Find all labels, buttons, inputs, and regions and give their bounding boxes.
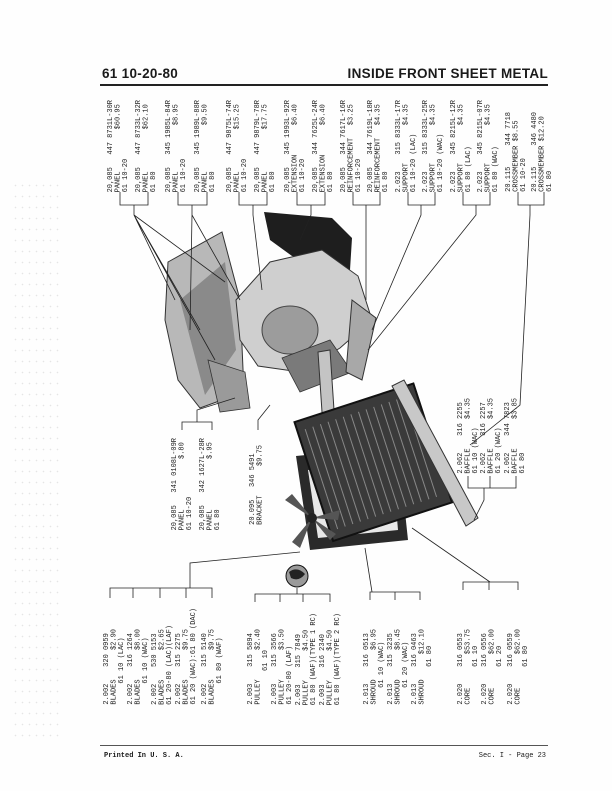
model-line: 61 80: [327, 170, 336, 192]
pulley-globe: [285, 564, 309, 588]
scan-noise: [12, 180, 62, 740]
fender-panel: [164, 231, 251, 413]
model-line: 61 10 (LAC): [118, 637, 127, 705]
model-heading: 61 10-20-80: [102, 66, 179, 81]
model-line: 61 80: [519, 452, 528, 474]
model-line: 61 80 (WAF): [216, 637, 225, 705]
model-line: 61 10 (WAC): [378, 641, 387, 705]
model-line: 61 10-20 (LAC): [410, 133, 419, 192]
model-line: 61 10-20 (WAC): [437, 133, 446, 192]
model-line: 61 20 (WAC): [495, 427, 504, 474]
leader-lines: [109, 192, 545, 602]
model-line: 61 10-20: [299, 158, 308, 192]
model-line: 61 10-20: [520, 158, 529, 192]
model-line: 61 80: [150, 170, 159, 192]
model-line: 61 80 (LAC): [465, 145, 474, 192]
model-line: 61 10 (WAC): [142, 637, 151, 705]
model-line: 61 20 (WAC):61 80 (DAC): [190, 608, 199, 705]
fan: [285, 494, 340, 548]
model-line: 61 80: [426, 646, 435, 705]
model-line: 61 10: [262, 650, 271, 705]
model-line: 61 20 (WAC): [402, 641, 411, 705]
model-line: 61 10-20: [180, 158, 189, 192]
crossmember: [391, 379, 479, 527]
model-line: 61 80: [209, 170, 218, 192]
model-line: 61 80: [382, 170, 391, 192]
model-line: 61 80 (WAC): [492, 145, 501, 192]
wheelhouse-panel: [235, 249, 373, 393]
section-title: INSIDE FRONT SHEET METAL: [347, 66, 548, 81]
model-line: 61 80 (WAF)(TYPE 1 RC): [310, 612, 319, 705]
model-line: 61 20: [496, 646, 505, 705]
model-line: 61 20-80 (LAC)(LAF): [166, 625, 175, 705]
model-line: 61 80: [522, 646, 531, 705]
model-line: 61 80: [214, 508, 223, 530]
footer-rule: [100, 745, 548, 746]
model-line: 61 80: [269, 170, 278, 192]
model-line: 61 10-20: [355, 158, 364, 192]
printed-in-note: Printed In U. S. A.: [104, 752, 184, 760]
model-line: 61 10: [472, 646, 481, 705]
model-line: 61 80: [546, 170, 555, 192]
model-line: 61 10-20: [241, 158, 250, 192]
model-line: 61 10-20: [122, 158, 131, 192]
model-line: 61 80 (WAF)(TYPE 2 RC): [334, 612, 343, 705]
header-rule: [100, 84, 548, 86]
part-name-price-line: BRACKET $9.75: [256, 445, 265, 525]
page-number: Sec. I - Page 23: [478, 752, 546, 760]
model-line: 61 10-20: [186, 496, 195, 530]
model-line: 61 20-80 (LAF): [286, 646, 295, 705]
